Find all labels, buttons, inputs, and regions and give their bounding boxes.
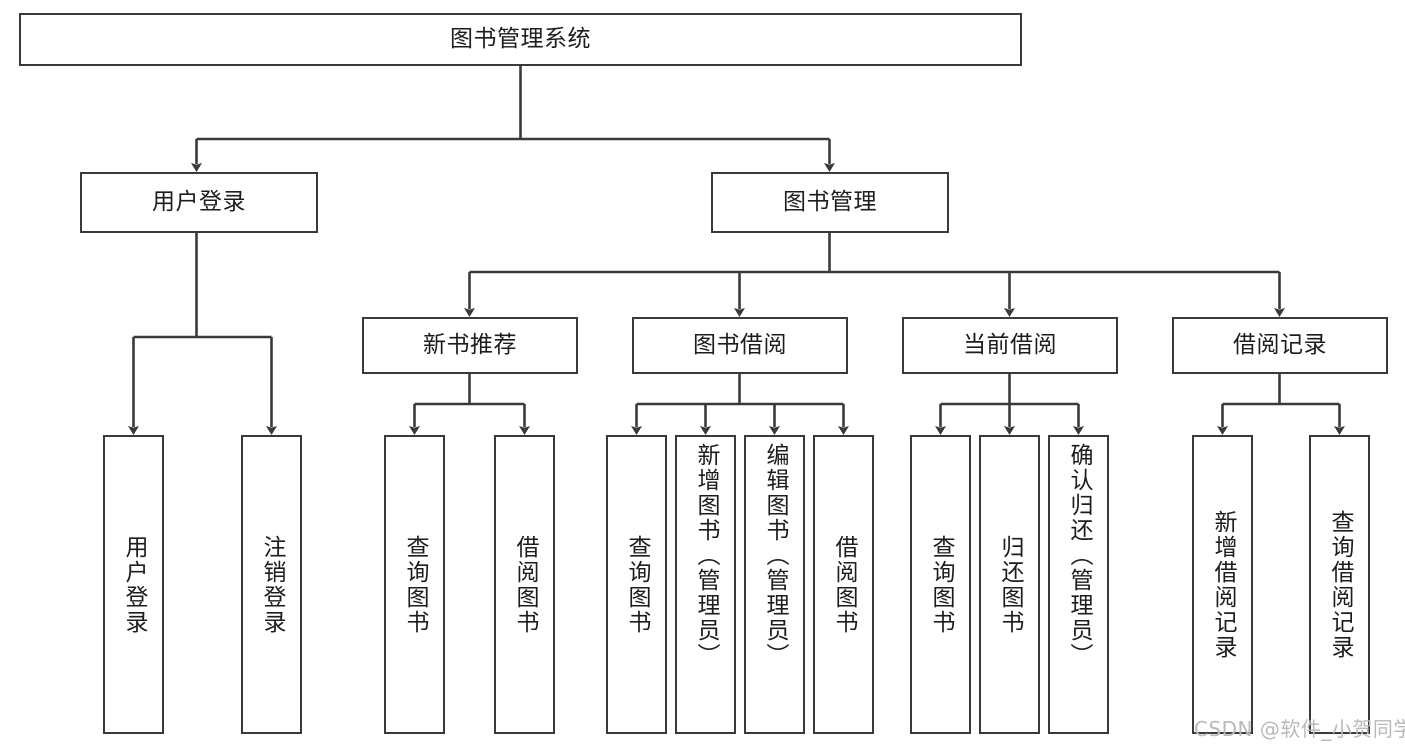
node-leaf-return-book[interactable]: 归还图书: [979, 435, 1040, 734]
node-borrow-record-label: 借阅记录: [1233, 332, 1327, 359]
node-leaf-query-book-2-label: 查询图书: [624, 534, 650, 635]
node-new-book-recommend-label: 新书推荐: [423, 332, 517, 359]
node-leaf-borrow-book-2-label: 借阅图书: [831, 534, 857, 635]
node-leaf-query-book-2[interactable]: 查询图书: [606, 435, 667, 734]
node-leaf-query-record-label: 查询借阅记录: [1327, 509, 1353, 660]
node-book-management[interactable]: 图书管理: [711, 172, 949, 233]
node-leaf-borrow-book-1[interactable]: 借阅图书: [494, 435, 555, 734]
node-current-borrow[interactable]: 当前借阅: [902, 317, 1118, 374]
node-leaf-edit-book-label: 编辑图书（管理员）: [762, 443, 788, 668]
node-root[interactable]: 图书管理系统: [19, 13, 1022, 66]
node-new-book-recommend[interactable]: 新书推荐: [362, 317, 578, 374]
watermark: CSDN @软件_小贺同学: [1194, 717, 1405, 741]
node-leaf-confirm-return-label: 确认归还（管理员）: [1066, 443, 1092, 668]
node-leaf-edit-book[interactable]: 编辑图书（管理员）: [744, 435, 805, 734]
node-leaf-borrow-book-2[interactable]: 借阅图书: [813, 435, 874, 734]
node-leaf-add-record[interactable]: 新增借阅记录: [1192, 435, 1253, 734]
node-leaf-confirm-return[interactable]: 确认归还（管理员）: [1048, 435, 1109, 734]
node-root-label: 图书管理系统: [450, 26, 591, 53]
node-user-login-label: 用户登录: [152, 189, 246, 216]
node-leaf-query-record[interactable]: 查询借阅记录: [1309, 435, 1370, 734]
node-leaf-logout-login-label: 注销登录: [259, 534, 285, 635]
node-book-management-label: 图书管理: [783, 189, 877, 216]
node-borrow-record[interactable]: 借阅记录: [1172, 317, 1388, 374]
node-leaf-user-login[interactable]: 用户登录: [103, 435, 164, 734]
node-leaf-query-book-3[interactable]: 查询图书: [910, 435, 971, 734]
node-leaf-borrow-book-1-label: 借阅图书: [512, 534, 538, 635]
node-leaf-query-book-1-label: 查询图书: [402, 534, 428, 635]
node-leaf-query-book-1[interactable]: 查询图书: [384, 435, 445, 734]
node-leaf-logout-login[interactable]: 注销登录: [241, 435, 302, 734]
node-user-login[interactable]: 用户登录: [80, 172, 318, 233]
node-leaf-add-book[interactable]: 新增图书（管理员）: [675, 435, 736, 734]
node-book-borrow-label: 图书借阅: [693, 332, 787, 359]
node-leaf-return-book-label: 归还图书: [997, 534, 1023, 635]
node-book-borrow[interactable]: 图书借阅: [632, 317, 848, 374]
node-current-borrow-label: 当前借阅: [963, 332, 1057, 359]
node-leaf-add-book-label: 新增图书（管理员）: [693, 443, 719, 668]
node-leaf-add-record-label: 新增借阅记录: [1210, 509, 1236, 660]
node-leaf-query-book-3-label: 查询图书: [928, 534, 954, 635]
node-leaf-user-login-label: 用户登录: [121, 534, 147, 635]
